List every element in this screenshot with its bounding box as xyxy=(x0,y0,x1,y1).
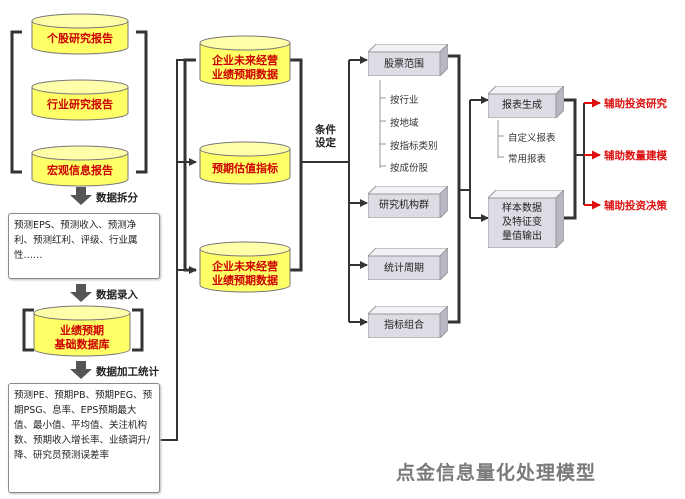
bus-left xyxy=(160,59,196,441)
processed-fields-box: 预测PE、预期PB、预期PEG、预期PSG、息率、EPS预期最大值、最小值、平均… xyxy=(8,383,160,493)
step-data-processing: 数据加工统计 xyxy=(96,366,159,378)
cube-stock-scope: 股票范围 xyxy=(368,44,448,76)
option-custom-report: 自定义报表 xyxy=(508,133,556,144)
option-by-industry: 按行业 xyxy=(390,95,419,106)
bracket-right-reports xyxy=(136,30,148,174)
bracket-left-mid xyxy=(183,58,196,272)
cylinder-base-db: 业绩预期 基础数据库 xyxy=(32,304,132,358)
label-future-bottom-1: 企业未来经营 xyxy=(212,260,278,273)
option-by-region: 按地域 xyxy=(390,118,419,129)
cube-institution-group: 研究机构群 xyxy=(368,186,448,218)
down-arrow-process xyxy=(70,361,92,379)
footer-title: 点金信息量化处理模型 xyxy=(396,462,597,484)
label-sample-1: 样本数据 xyxy=(502,203,542,214)
cube-indicator-combination: 指标组合 xyxy=(368,306,448,338)
label-stat-period: 统计周期 xyxy=(384,263,424,274)
cylinder-industry-report: 行业研究报告 xyxy=(30,78,130,122)
down-arrow-entry xyxy=(70,284,92,302)
bracket-right-mid xyxy=(290,58,303,272)
split-fields-box: 预测EPS、预测收入、预测净利、预测红利、评级、行业属性…… xyxy=(8,213,160,279)
option-common-report: 常用报表 xyxy=(508,154,547,165)
bracket-filters xyxy=(448,54,461,324)
option-by-indicator-category: 按指标类别 xyxy=(390,141,438,152)
label-sample-2: 及特征变 xyxy=(502,217,542,228)
label-future-top-2: 业绩预期数据 xyxy=(212,68,278,81)
cube-sample-output: 样本数据 及特征变 量值输出 xyxy=(488,190,564,248)
label-future-bottom-2: 业绩预期数据 xyxy=(212,274,278,287)
result-investment-research: 辅助投资研究 xyxy=(604,98,667,110)
cylinder-macro-report: 宏观信息报告 xyxy=(30,144,130,188)
label-stock-scope: 股票范围 xyxy=(384,59,424,70)
label-macro-report: 宏观信息报告 xyxy=(47,164,113,177)
down-arrow-split xyxy=(70,187,92,205)
step-data-entry: 数据录入 xyxy=(96,289,138,301)
bracket-left-reports xyxy=(10,30,22,174)
step-data-split: 数据拆分 xyxy=(96,192,138,204)
label-valuation: 预期估值指标 xyxy=(212,162,278,175)
cylinder-stock-report: 个股研究报告 xyxy=(30,12,130,56)
cylinder-future-top: 企业未来经营 业绩预期数据 xyxy=(198,34,292,88)
label-report-generation: 报表生成 xyxy=(502,100,542,111)
result-investment-decision: 辅助投资决策 xyxy=(604,200,667,212)
cube-stat-period: 统计周期 xyxy=(368,248,448,280)
label-institution-group: 研究机构群 xyxy=(379,200,429,211)
bus-right xyxy=(459,100,471,218)
bracket-left-db xyxy=(22,308,34,352)
bracket-right-db xyxy=(132,308,144,352)
label-industry-report: 行业研究报告 xyxy=(47,98,113,111)
cylinder-valuation: 预期估值指标 xyxy=(198,140,292,186)
label-base-db-2: 基础数据库 xyxy=(54,338,110,351)
cube-report-generation: 报表生成 xyxy=(488,86,564,118)
condition-setting-label: 条件 设定 xyxy=(315,124,355,150)
label-future-top-1: 企业未来经营 xyxy=(212,54,278,67)
cylinder-future-bottom: 企业未来经营 业绩预期数据 xyxy=(198,240,292,294)
option-by-constituent: 按成份股 xyxy=(390,163,429,174)
condition-line-1: 条件 xyxy=(315,124,336,136)
label-sample-3: 量值输出 xyxy=(502,231,542,242)
result-quant-modeling: 辅助数量建模 xyxy=(604,150,667,162)
label-indicator-combination: 指标组合 xyxy=(384,320,424,331)
condition-line-2: 设定 xyxy=(315,137,336,149)
bus-mid xyxy=(301,60,350,322)
bracket-outputs xyxy=(564,98,577,220)
label-stock-report: 个股研究报告 xyxy=(47,32,113,45)
label-base-db-1: 业绩预期 xyxy=(60,324,104,337)
